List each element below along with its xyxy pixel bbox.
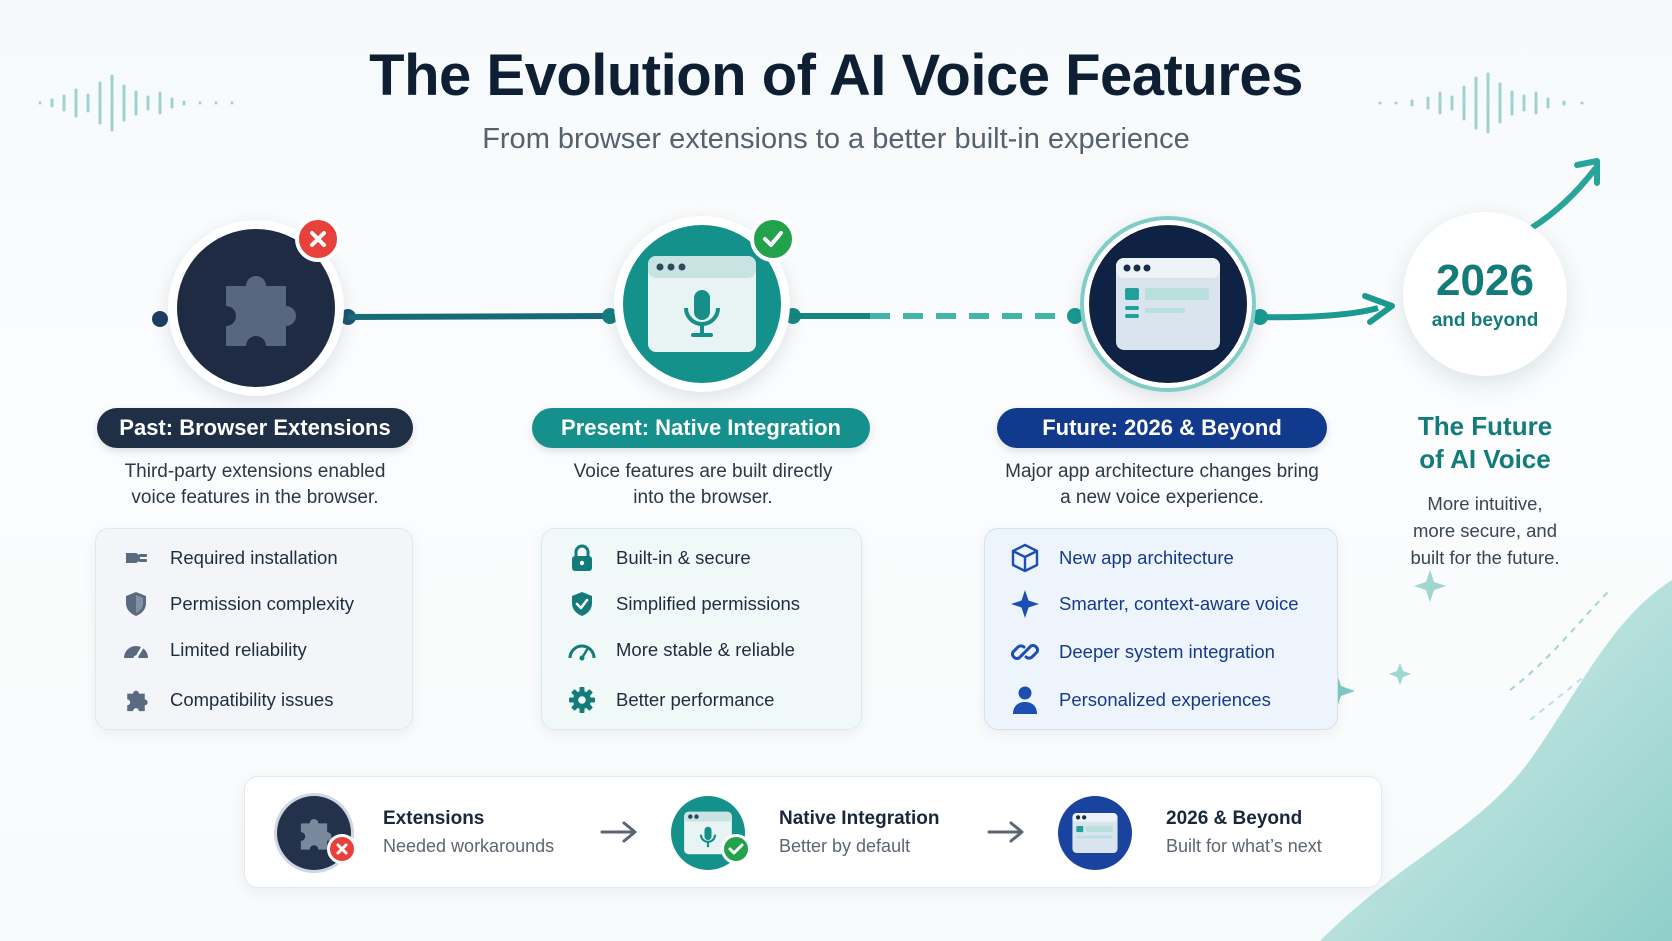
summary-future-title: 2026 & Beyond	[1166, 808, 1303, 829]
check-icon	[728, 843, 744, 855]
lock-icon	[564, 543, 600, 573]
summary-native-check-badge	[721, 834, 751, 864]
present-check-badge	[750, 216, 796, 262]
feature-label: Personalized experiences	[1059, 689, 1271, 710]
feature-item: Smarter, context-aware voice	[985, 589, 1337, 619]
feature-label: Built-in & secure	[616, 547, 751, 568]
future-year-sub: and beyond	[1431, 310, 1539, 331]
future-stage-label-text: Future: 2026 & Beyond	[1042, 415, 1282, 440]
page-subtitle: From browser extensions to a better buil…	[482, 123, 1190, 155]
shield-check-icon	[564, 589, 600, 619]
feature-item: New app architecture	[985, 543, 1337, 573]
feature-item: Deeper system integration	[985, 637, 1337, 667]
past-description-line-1: Third-party extensions enabled	[124, 461, 386, 482]
x-icon	[336, 843, 348, 855]
future-heading-line-1: The Future	[1417, 411, 1553, 441]
plug-icon	[118, 543, 154, 573]
browser-microphone-icon	[684, 811, 732, 855]
app-window-icon	[1116, 258, 1220, 350]
check-icon	[763, 231, 783, 247]
feature-label: Required installation	[170, 547, 338, 568]
cube-icon	[1007, 543, 1043, 573]
feature-item: Permission complexity	[96, 589, 412, 619]
link-icon	[1007, 637, 1043, 667]
present-description-line-2: into the browser.	[633, 487, 773, 508]
future-features-card: New app architecture Smarter, context-aw…	[984, 528, 1338, 730]
puzzle-icon	[300, 819, 332, 850]
feature-label: More stable & reliable	[616, 639, 795, 660]
summary-strip	[244, 776, 1382, 888]
future-stage-circle	[1080, 216, 1256, 392]
future-description-line-1: Major app architecture changes bring	[1005, 461, 1319, 482]
shield-icon	[118, 589, 154, 619]
future-description-line-2: a new voice experience.	[1060, 487, 1264, 508]
summary-extensions-subtitle: Needed workarounds	[383, 836, 555, 856]
feature-item: Simplified permissions	[542, 589, 861, 619]
trend-arrow-icon	[1530, 158, 1600, 230]
summary-future-icon-circle	[1058, 796, 1132, 870]
timeline-connector	[0, 293, 1395, 327]
feature-label: Compatibility issues	[170, 689, 334, 710]
summary-extensions-title: Extensions	[383, 808, 485, 829]
summary-extensions-x-badge	[327, 834, 357, 864]
present-stage-label-text: Present: Native Integration	[561, 415, 841, 440]
summary-future-subtitle: Built for what’s next	[1166, 836, 1322, 856]
future-heading: The Future of AI Voice	[1380, 410, 1590, 476]
past-stage-description: Third-party extensions enabled voice fea…	[85, 459, 425, 511]
arrow-right-icon	[600, 821, 637, 843]
feature-item: Personalized experiences	[985, 685, 1337, 715]
future-description-line-3: built for the future.	[1410, 547, 1560, 568]
future-stage-description: Major app architecture changes bring a n…	[982, 459, 1342, 511]
arrow-right-icon	[987, 821, 1024, 843]
feature-label: Simplified permissions	[616, 593, 801, 614]
page-title: The Evolution of AI Voice Features	[369, 43, 1303, 108]
past-description-line-2: voice features in the browser.	[131, 487, 379, 508]
browser-microphone-icon	[648, 256, 756, 352]
past-features-card: Required installation Permission complex…	[95, 528, 413, 730]
feature-label: New app architecture	[1059, 547, 1234, 568]
future-description-line-2: more secure, and	[1413, 520, 1557, 541]
puzzle-icon	[226, 276, 296, 346]
feature-label: Smarter, context-aware voice	[1059, 593, 1299, 614]
feature-item: Limited reliability	[96, 635, 412, 665]
user-icon	[1007, 685, 1043, 715]
future-stage-label: Future: 2026 & Beyond	[997, 408, 1327, 448]
feature-item: Better performance	[542, 685, 861, 715]
puzzle-icon	[118, 685, 154, 715]
future-year: 2026	[1436, 256, 1534, 305]
feature-item: Required installation	[96, 543, 412, 573]
present-description-line-1: Voice features are built directly	[573, 461, 833, 482]
gauge-icon	[564, 635, 600, 665]
past-stage-label-text: Past: Browser Extensions	[119, 415, 391, 440]
feature-label: Limited reliability	[170, 639, 307, 660]
past-stage-label: Past: Browser Extensions	[97, 408, 413, 448]
feature-item: Built-in & secure	[542, 543, 861, 573]
gauge-icon	[118, 635, 154, 665]
future-year-circle	[1403, 212, 1567, 376]
future-stage-inner	[1089, 225, 1247, 383]
future-heading-line-2: of AI Voice	[1419, 444, 1551, 474]
sound-wave-decoration-right	[1378, 72, 1584, 134]
summary-native-title: Native Integration	[779, 808, 940, 829]
future-description-line-1: More intuitive,	[1427, 493, 1543, 514]
present-stage-label: Present: Native Integration	[532, 408, 870, 448]
feature-label: Permission complexity	[170, 593, 355, 614]
feature-item: Compatibility issues	[96, 685, 412, 715]
present-stage-inner	[623, 225, 781, 383]
gear-icon	[564, 685, 600, 715]
present-features-card: Built-in & secure Simplified permissions…	[541, 528, 862, 730]
app-window-icon	[1072, 813, 1118, 853]
future-description: More intuitive, more secure, and built f…	[1380, 490, 1590, 571]
summary-native-subtitle: Better by default	[779, 836, 911, 856]
x-icon	[310, 231, 326, 247]
sound-wave-decoration-left	[38, 74, 234, 132]
sparkle-icon	[1007, 589, 1043, 619]
feature-label: Deeper system integration	[1059, 641, 1275, 662]
present-stage-description: Voice features are built directly into t…	[531, 459, 875, 511]
past-x-badge	[295, 216, 341, 262]
feature-item: More stable & reliable	[542, 635, 861, 665]
feature-label: Better performance	[616, 689, 775, 710]
